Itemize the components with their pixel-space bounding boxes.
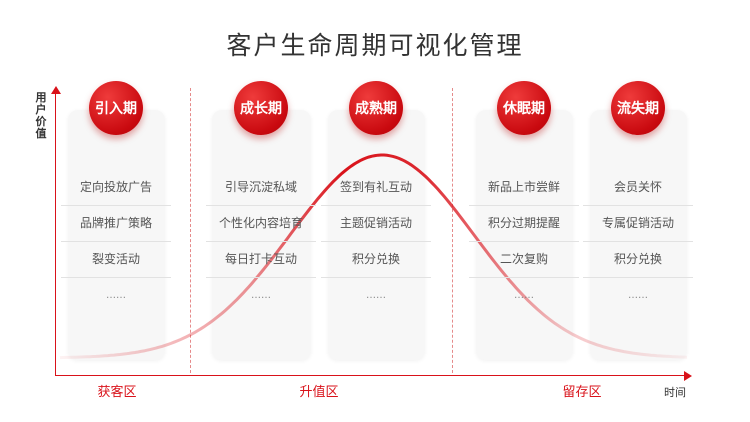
list-item: 品牌推广策略 bbox=[61, 206, 171, 242]
list-item: …… bbox=[251, 290, 271, 301]
list-item: 个性化内容培育 bbox=[206, 206, 316, 242]
list-item: …… bbox=[514, 290, 534, 301]
list-item: 签到有礼互动 bbox=[321, 170, 431, 206]
list-item: …… bbox=[366, 290, 386, 301]
y-axis bbox=[55, 92, 56, 375]
list-item: 主题促销活动 bbox=[321, 206, 431, 242]
stage-badge-mature: 成熟期 bbox=[349, 81, 403, 135]
stage-badge-dormant: 休眠期 bbox=[497, 81, 551, 135]
x-axis-label: 时间 bbox=[664, 386, 686, 399]
stage-items-mature: 签到有礼互动 主题促销活动 积分兑换 …… bbox=[321, 170, 431, 313]
zone-divider-1 bbox=[190, 88, 191, 373]
list-item: …… bbox=[628, 290, 648, 301]
stage-items-growth: 引导沉淀私域 个性化内容培育 每日打卡互动 …… bbox=[206, 170, 316, 313]
y-axis-label: 用户价值 bbox=[35, 91, 47, 140]
zone-label-retention: 留存区 bbox=[562, 385, 602, 400]
list-item: 新品上市尝鲜 bbox=[469, 170, 579, 206]
x-axis-arrow-icon bbox=[684, 371, 692, 381]
list-item: 每日打卡互动 bbox=[206, 242, 316, 278]
y-axis-arrow-icon bbox=[51, 86, 61, 94]
page-title: 客户生命周期可视化管理 bbox=[226, 31, 524, 60]
list-item: 积分过期提醒 bbox=[469, 206, 579, 242]
list-item: 会员关怀 bbox=[583, 170, 693, 206]
stage-badge-intro: 引入期 bbox=[89, 81, 143, 135]
zone-label-acquisition: 获客区 bbox=[97, 385, 137, 400]
zone-label-appreciation: 升值区 bbox=[299, 385, 339, 400]
list-item: 专属促销活动 bbox=[583, 206, 693, 242]
list-item: 定向投放广告 bbox=[61, 170, 171, 206]
list-item: 积分兑换 bbox=[583, 242, 693, 278]
stage-badge-growth: 成长期 bbox=[234, 81, 288, 135]
list-item: …… bbox=[106, 290, 126, 301]
list-item: 二次复购 bbox=[469, 242, 579, 278]
list-item: 积分兑换 bbox=[321, 242, 431, 278]
x-axis bbox=[55, 375, 685, 376]
stage-items-dormant: 新品上市尝鲜 积分过期提醒 二次复购 …… bbox=[469, 170, 579, 313]
zone-divider-2 bbox=[452, 88, 453, 373]
stage-items-intro: 定向投放广告 品牌推广策略 裂变活动 …… bbox=[61, 170, 171, 313]
stage-items-lost: 会员关怀 专属促销活动 积分兑换 …… bbox=[583, 170, 693, 313]
stage-badge-lost: 流失期 bbox=[611, 81, 665, 135]
list-item: 引导沉淀私域 bbox=[206, 170, 316, 206]
list-item: 裂变活动 bbox=[61, 242, 171, 278]
